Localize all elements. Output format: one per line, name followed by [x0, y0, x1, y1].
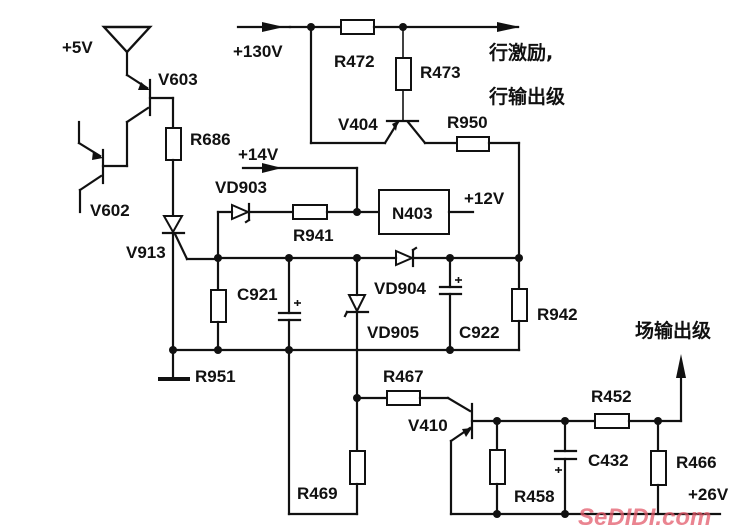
resistor-r467	[386, 390, 421, 406]
resistor-r452	[594, 413, 630, 429]
label-c921: C921	[237, 285, 278, 304]
label-r452: R452	[591, 387, 632, 406]
transistor-v602	[77, 120, 129, 214]
arrow-v130	[262, 22, 284, 32]
capacitor-c432	[553, 419, 578, 516]
label-r950: R950	[447, 113, 488, 132]
resistor-r458	[489, 449, 506, 485]
resistor-r941	[292, 204, 328, 220]
diode-vd905	[343, 256, 370, 397]
resistor-r472	[340, 19, 375, 35]
arrow-v14	[262, 163, 282, 173]
transistor-v603	[125, 73, 175, 168]
thyristor-v913	[161, 215, 219, 352]
resistor-r466	[650, 450, 667, 486]
watermark: SeDIDI.com	[578, 504, 711, 529]
resistor-r942	[511, 288, 528, 322]
label-v410: V410	[408, 416, 448, 435]
capacitor-c922	[438, 256, 463, 352]
label-v130: +130V	[233, 42, 283, 61]
label-line-driver: 行激励,	[488, 41, 553, 64]
arrow-line-output	[497, 22, 520, 32]
transistor-v410	[446, 396, 499, 516]
regulator-n403	[378, 189, 450, 235]
label-v913: V913	[126, 243, 166, 262]
resistor-r686	[165, 127, 182, 161]
label-v404: V404	[338, 115, 378, 134]
label-v14: +14V	[238, 145, 279, 164]
transistor-v404	[309, 25, 459, 145]
label-vd905: VD905	[367, 323, 419, 342]
label-r466: R466	[676, 453, 717, 472]
label-n403: N403	[392, 204, 433, 223]
label-vd903: VD903	[215, 178, 267, 197]
label-v5: +5V	[62, 38, 93, 57]
label-field-output-stage: 场输出级	[635, 319, 711, 342]
label-c922: C922	[459, 323, 500, 342]
label-v12: +12V	[464, 189, 505, 208]
label-r467: R467	[383, 367, 424, 386]
resistor-r469	[349, 450, 366, 485]
label-c432: C432	[588, 451, 629, 470]
label-r951: R951	[195, 367, 236, 386]
label-r458: R458	[514, 487, 555, 506]
label-r942: R942	[537, 305, 578, 324]
arrow-field-output	[676, 354, 686, 378]
resistor-r950	[456, 136, 490, 152]
label-line-output-stage: 行输出级	[488, 85, 565, 108]
label-v26: +26V	[688, 485, 729, 504]
capacitor-c921	[277, 256, 302, 352]
label-v602: V602	[90, 201, 130, 220]
label-r472: R472	[334, 52, 375, 71]
label-r941: R941	[293, 226, 334, 245]
diode-vd903	[231, 202, 251, 224]
resistor-r473	[395, 57, 412, 91]
label-r473: R473	[420, 63, 461, 82]
label-vd904: VD904	[374, 279, 427, 298]
label-r686: R686	[190, 130, 231, 149]
resistor-r951	[210, 289, 227, 323]
v5-supply-symbol	[101, 25, 153, 77]
label-r469: R469	[297, 484, 338, 503]
label-v603: V603	[158, 70, 198, 89]
